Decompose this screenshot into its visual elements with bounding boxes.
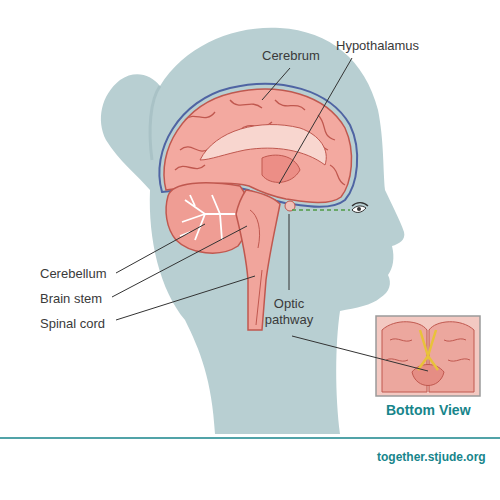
watermark: together.stjude.org (377, 449, 486, 465)
leader-lines (292, 336, 428, 371)
optic-pathway-line (292, 210, 350, 211)
footer-rule (0, 438, 500, 439)
inset-bottom-view (376, 316, 480, 396)
inset-caption: Bottom View (386, 402, 471, 418)
brain-sagittal (262, 155, 300, 182)
part-label: Cerebellum (40, 266, 106, 282)
part-label: Optic pathway (254, 296, 324, 328)
part-label: Cerebrum (262, 48, 320, 64)
brain-stem (236, 190, 280, 330)
eye (352, 203, 368, 206)
leader-lines (116, 276, 255, 320)
brain-stem (250, 210, 262, 325)
footer-rule (0, 437, 500, 439)
part-label: Brain stem (40, 291, 102, 307)
part-label: Hypothalamus (336, 38, 419, 54)
leader-lines (262, 68, 290, 100)
inset-bottom-view (418, 330, 438, 370)
leader-lines (289, 214, 290, 290)
leader-lines (112, 226, 247, 297)
head-silhouette (101, 28, 404, 434)
leader-lines (112, 58, 428, 371)
head-silhouette (101, 28, 404, 434)
cerebellum (166, 183, 248, 253)
head-silhouette (150, 86, 160, 160)
inset-bottom-view (376, 316, 480, 396)
brain-stem (236, 190, 280, 330)
cerebellum (166, 183, 248, 253)
leader-lines (279, 58, 352, 184)
eye (352, 203, 368, 213)
leader-lines (116, 224, 205, 273)
part-label: Spinal cord (40, 316, 105, 332)
eye (357, 207, 361, 211)
eye (352, 206, 366, 213)
brain-sagittal (175, 100, 345, 185)
optic-pathway-line (292, 209, 350, 211)
